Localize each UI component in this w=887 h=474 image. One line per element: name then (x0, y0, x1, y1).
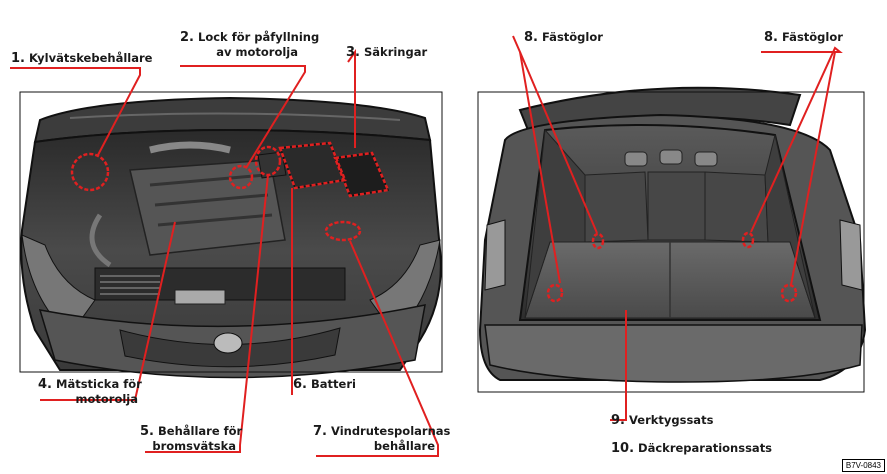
label-number: 9. (611, 413, 625, 428)
callout-line-8b-b (790, 51, 836, 286)
label-number: 5. (140, 424, 154, 439)
label-text: Mätsticka för (56, 377, 142, 391)
oil-filler-cap-marker (228, 164, 254, 190)
label-oil-dipstick: 4. Mätsticka för motorolja (38, 377, 142, 407)
tie-down-marker-right-lower (780, 283, 798, 303)
callout-line-7 (316, 240, 439, 457)
label-text: Vindrutespolarnas (331, 424, 451, 438)
label-text-line-2: bromsvätska (152, 439, 236, 453)
trunk-photo (477, 86, 867, 393)
callout-line-5 (145, 174, 269, 453)
engine-bay-photo (19, 91, 443, 379)
callout-line-8b (750, 46, 843, 233)
label-coolant-reservoir: 1. Kylvätskebehållare (11, 51, 152, 66)
callout-line-2 (180, 65, 306, 169)
coolant-reservoir-marker (70, 152, 110, 192)
label-text: Däckreparationssats (638, 441, 773, 455)
label-tie-down-eyes-right: 8. Fästöglor (764, 30, 843, 45)
label-text-line-2: motorolja (75, 392, 139, 406)
tie-down-marker-left-lower (546, 283, 564, 303)
label-text: Kylvätskebehållare (29, 51, 153, 65)
label-number: 8. (764, 30, 778, 45)
tie-down-marker-right-upper (741, 231, 755, 249)
label-fuses: 3. Säkringar (346, 45, 427, 60)
label-tool-kit: 9. Verktygssats (611, 413, 713, 428)
label-tie-down-eyes-left: 8. Fästöglor (524, 30, 603, 45)
label-oil-filler-cap: 2. Lock för påfyllning av motorolja (180, 30, 319, 60)
label-text: Säkringar (364, 45, 428, 59)
label-text: Behållare för (158, 424, 243, 438)
label-text: Batteri (311, 377, 356, 391)
label-washer-fluid-reservoir: 7. Vindrutespolarnas behållare (313, 424, 450, 454)
label-tyre-repair-kit: 10. Däckreparationssats (611, 441, 772, 456)
callout-line-1 (10, 67, 141, 156)
label-text: Fästöglor (782, 30, 843, 44)
label-text-line-2: behållare (373, 439, 435, 453)
label-number: 7. (313, 424, 327, 439)
callout-line-3 (347, 48, 356, 148)
callout-line-4 (40, 221, 176, 401)
label-text-line-2: av motorolja (216, 45, 298, 59)
callout-line-8a-b (519, 51, 598, 234)
tie-down-marker-left-upper (591, 232, 605, 250)
label-number: 8. (524, 30, 538, 45)
label-brake-fluid-reservoir: 5. Behållare för bromsvätska (140, 424, 242, 454)
label-number: 10. (611, 441, 635, 456)
label-text: Lock för påfyllning (198, 30, 320, 44)
label-number: 2. (180, 30, 194, 45)
fuse-box-marker (333, 151, 390, 198)
label-number: 1. (11, 51, 25, 66)
label-number: 3. (346, 45, 360, 60)
label-number: 4. (38, 377, 52, 392)
callout-line-9 (610, 310, 627, 421)
washer-fluid-reservoir-marker (324, 220, 362, 242)
label-number: 6. (293, 377, 307, 392)
image-code: B7V-0843 (841, 459, 885, 472)
label-battery: 6. Batteri (293, 377, 356, 392)
highlight-markers (70, 141, 798, 303)
callout-lines (10, 35, 843, 457)
label-text: Fästöglor (542, 30, 603, 44)
label-text: Verktygssats (629, 413, 714, 427)
